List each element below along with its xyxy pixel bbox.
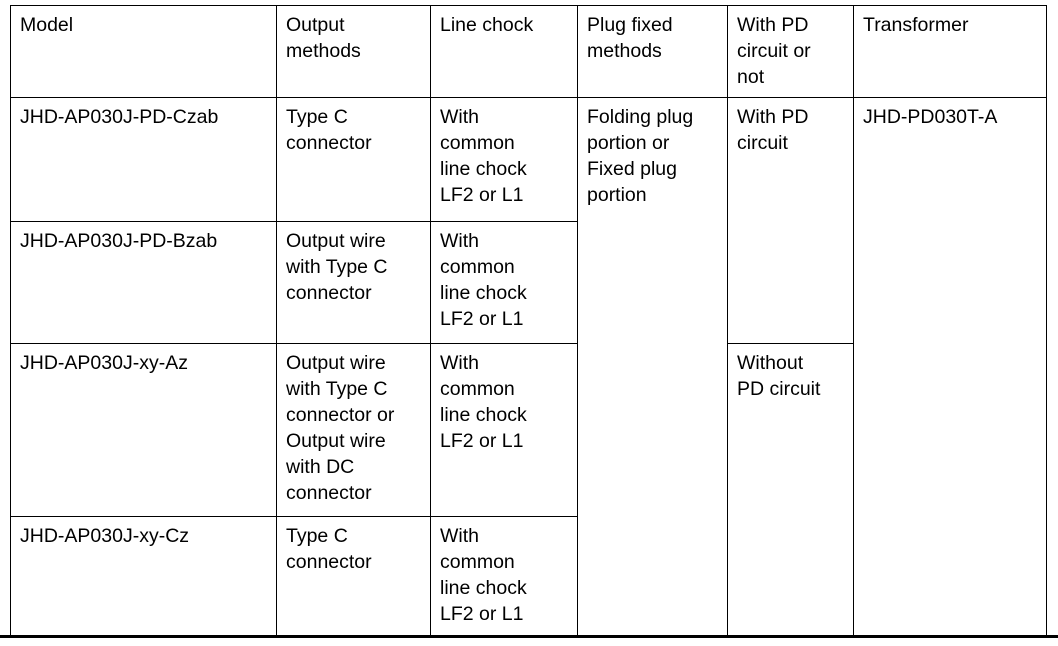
cell-with-pd-circuit-merged-text: With PD circuit [737,106,809,154]
column-header-with-pd-circuit-or-not: With PD circuit or not [727,5,854,98]
column-header-output-methods-text: Output methods [286,14,361,62]
cell-model-row-4: JHD-AP030J-xy-Cz [10,516,277,638]
cell-output-methods-row-4: Type C connector [276,516,431,638]
cell-output-methods-row-2: Output wire with Type C connector [276,221,431,344]
cell-line-chock-row-3-text: With common line chock LF2 or L1 [440,352,527,452]
cell-output-methods-row-2-text: Output wire with Type C connector [286,230,388,304]
column-header-with-pd-circuit-or-not-text: With PD circuit or not [737,14,811,88]
cell-plug-fixed-methods-merged-text: Folding plug portion or Fixed plug porti… [587,106,694,206]
cell-model-row-1: JHD-AP030J-PD-Czab [10,97,277,222]
cell-line-chock-row-2: With common line chock LF2 or L1 [430,221,578,344]
cell-model-row-3-text: JHD-AP030J-xy-Az [20,352,188,374]
cell-model-row-1-text: JHD-AP030J-PD-Czab [20,106,219,128]
cell-transformer-merged: JHD-PD030T-A [853,97,1047,638]
model-specification-table: Model Output methods Line chock Plug fix… [10,5,1047,638]
table-header-row: Model Output methods Line chock Plug fix… [10,5,1047,98]
cell-line-chock-row-2-text: With common line chock LF2 or L1 [440,230,527,330]
cell-line-chock-row-4-text: With common line chock LF2 or L1 [440,525,527,625]
table-row: JHD-AP030J-PD-Bzab Output wire with Type… [10,221,1047,344]
cell-without-pd-circuit-merged: Without PD circuit [727,343,854,638]
cell-line-chock-row-1: With common line chock LF2 or L1 [430,97,578,222]
cell-plug-fixed-methods-merged: Folding plug portion or Fixed plug porti… [577,97,728,638]
column-header-plug-fixed-methods: Plug fixed methods [577,5,728,98]
cell-model-row-2: JHD-AP030J-PD-Bzab [10,221,277,344]
cell-line-chock-row-1-text: With common line chock LF2 or L1 [440,106,527,206]
cell-output-methods-row-3-text: Output wire with Type C connector or Out… [286,352,395,504]
cell-line-chock-row-3: With common line chock LF2 or L1 [430,343,578,517]
column-header-transformer: Transformer [853,5,1047,98]
cell-model-row-4-text: JHD-AP030J-xy-Cz [20,525,190,547]
column-header-model: Model [10,5,277,98]
cell-output-methods-row-1-text: Type C connector [286,106,372,154]
cell-model-row-3: JHD-AP030J-xy-Az [10,343,277,517]
column-header-output-methods: Output methods [276,5,431,98]
table-row: JHD-AP030J-xy-Az Output wire with Type C… [10,343,1047,638]
column-header-line-chock: Line chock [430,5,578,98]
cell-without-pd-circuit-merged-text: Without PD circuit [737,352,821,400]
cell-output-methods-row-4-text: Type C connector [286,525,372,573]
table-row: JHD-AP030J-PD-Czab Type C connector With… [10,97,1047,638]
cell-model-row-2-text: JHD-AP030J-PD-Bzab [20,230,218,252]
cell-line-chock-row-4: With common line chock LF2 or L1 [430,516,578,638]
column-header-line-chock-text: Line chock [440,14,534,36]
cell-with-pd-circuit-merged: With PD circuit [727,97,854,344]
cell-output-methods-row-3: Output wire with Type C connector or Out… [276,343,431,517]
table-row: JHD-AP030J-xy-Cz Type C connector With c… [10,516,1047,638]
page-bottom-rule [0,635,1058,638]
column-header-model-text: Model [20,14,74,36]
column-header-plug-fixed-methods-text: Plug fixed methods [587,14,673,62]
column-header-transformer-text: Transformer [863,14,969,36]
cell-transformer-merged-text: JHD-PD030T-A [863,106,998,128]
cell-output-methods-row-1: Type C connector [276,97,431,222]
